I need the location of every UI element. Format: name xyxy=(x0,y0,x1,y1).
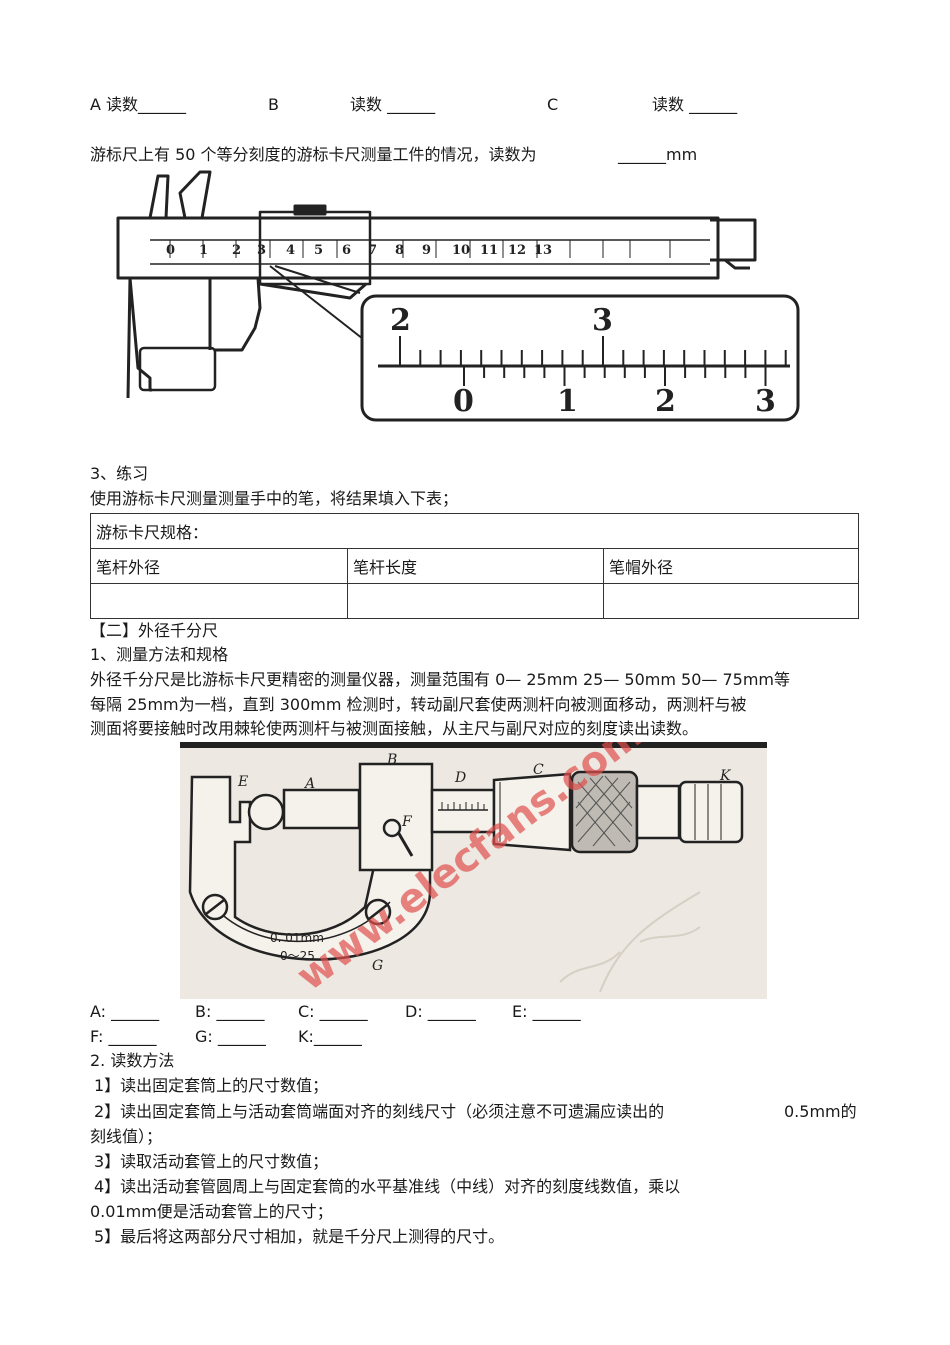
answer-cell[interactable] xyxy=(347,583,604,619)
reading-step-continued: 0.01mm便是活动套管上的尺寸； xyxy=(90,1202,333,1221)
table-header-cell: 笔杆长度 xyxy=(347,548,604,584)
reading-b-letter: B xyxy=(268,95,279,114)
micrometer-subheading: 1、测量方法和规格 xyxy=(90,645,229,664)
main-scale-label: 4 xyxy=(286,243,295,258)
part-blank-k: K:______ xyxy=(298,1027,362,1046)
reading-method-title: 2. 读数方法 xyxy=(90,1051,175,1070)
reading-step: 1】读出固定套筒上的尺寸数值； xyxy=(94,1076,329,1095)
reading-b-line: 读数 ______ xyxy=(350,95,436,114)
zoom-vernier-label: 3 xyxy=(755,384,776,419)
part-blank-d: D: ______ xyxy=(405,1002,476,1021)
part-blank-a: A: ______ xyxy=(90,1002,160,1021)
micrometer-paragraph-line: 每隔 25mm为一档，直到 300mm 检测时，转动副尺套使两测杆向被测面移动，… xyxy=(90,695,747,714)
micrometer-label-k: K xyxy=(719,768,732,784)
table-header-cell: 笔帽外径 xyxy=(603,548,859,584)
reading-step-continued: 0.5mm的 xyxy=(784,1102,857,1121)
reading-a-line: A 读数______ xyxy=(90,95,187,114)
micrometer-label-g: G xyxy=(372,958,383,974)
part-blank-c: C: ______ xyxy=(298,1002,368,1021)
table-header-cell: 笔杆外径 xyxy=(90,548,348,584)
micrometer-label-f: F xyxy=(401,814,413,830)
micrometer-paragraph-line: 外径千分尺是比游标卡尺更精密的测量仪器，测量范围有 0— 25mm 25— 50… xyxy=(90,670,791,689)
main-scale-label: 6 xyxy=(342,243,351,258)
frame-range-text: 0～25 xyxy=(280,949,315,963)
caliper-spec-cell: 游标卡尺规格： xyxy=(90,513,859,549)
micrometer-heading: 【二】外径千分尺 xyxy=(90,621,219,640)
zoom-main-label: 3 xyxy=(592,303,613,338)
main-scale-label: 1 xyxy=(199,243,208,258)
section-3-intro: 使用游标卡尺测量测量手中的笔，将结果填入下表； xyxy=(90,489,459,508)
part-blank-b: B: ______ xyxy=(195,1002,265,1021)
main-scale-label: 12 xyxy=(508,243,526,258)
zoom-main-label: 2 xyxy=(390,303,411,338)
reading-c-line: 读数 ______ xyxy=(652,95,738,114)
reading-step-continued: 刻线值）； xyxy=(90,1127,163,1146)
main-scale-label: 13 xyxy=(534,243,552,258)
reading-step: 3】读取活动套管上的尺寸数值； xyxy=(94,1152,329,1171)
main-scale-label: 2 xyxy=(232,243,241,258)
answer-cell[interactable] xyxy=(90,583,348,619)
vernier-question: 游标尺上有 50 个等分刻度的游标卡尺测量工件的情况，读数为 xyxy=(90,145,537,164)
vernier-answer-blank: ______mm xyxy=(618,145,698,164)
zoom-vernier-label: 1 xyxy=(557,384,578,419)
micrometer-label-b: B xyxy=(386,752,397,768)
reading-step: 4】读出活动套管圆周上与固定套筒的水平基准线（中线）对齐的刻度线数值，乘以 xyxy=(94,1177,681,1196)
main-scale-label: 7 xyxy=(368,243,377,258)
main-scale-label: 5 xyxy=(314,243,323,258)
micrometer-paragraph-line: 测面将要接触时改用棘轮使两测杆与被测面接触，从主尺与副尺对应的刻度读出读数。 xyxy=(90,719,699,738)
main-scale-label: 9 xyxy=(422,243,431,258)
answer-cell[interactable] xyxy=(603,583,859,619)
micrometer-label-e: E xyxy=(237,774,248,790)
main-scale-label: 0 xyxy=(166,243,175,258)
main-scale-label: 8 xyxy=(395,243,404,258)
reading-step: 5】最后将这两部分尺寸相加，就是千分尺上测得的尺寸。 xyxy=(94,1227,505,1246)
vernier-caliper-figure: 0 1 2 3 4 5 6 7 8 9 10 11 12 13 2 3 0 1 … xyxy=(116,170,800,422)
micrometer-label-d: D xyxy=(454,770,466,786)
micrometer-figure: E A B D C K F G 0. 01mm 0～25 www.elecfan… xyxy=(180,742,767,999)
part-blank-e: E: ______ xyxy=(512,1002,581,1021)
part-blank-f: F: ______ xyxy=(90,1027,157,1046)
frame-precision-text: 0. 01mm xyxy=(270,931,324,945)
micrometer-label-c: C xyxy=(533,762,544,778)
reading-step: 2】读出固定套筒上与活动套筒端面对齐的刻线尺寸（必须注意不可遗漏应读出的 xyxy=(94,1102,665,1121)
part-blank-g: G: ______ xyxy=(195,1027,266,1046)
main-scale-label: 11 xyxy=(480,243,498,258)
micrometer-label-a: A xyxy=(303,776,315,792)
main-scale-label: 3 xyxy=(257,243,266,258)
zoom-vernier-label: 0 xyxy=(453,384,474,419)
reading-c-letter: C xyxy=(547,95,559,114)
measurement-table: 游标卡尺规格： 笔杆外径 笔杆长度 笔帽外径 xyxy=(90,513,859,619)
section-3-title: 3、练习 xyxy=(90,464,149,483)
zoom-vernier-label: 2 xyxy=(655,384,676,419)
main-scale-label: 10 xyxy=(452,243,470,258)
